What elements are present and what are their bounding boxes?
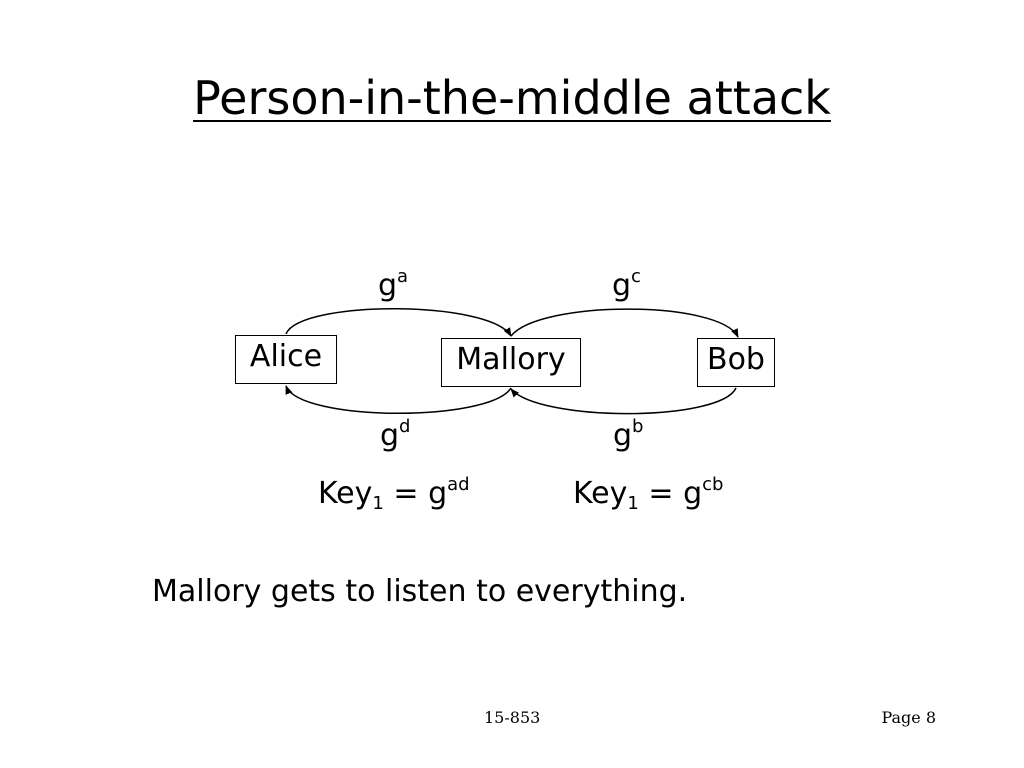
footer-page-number: Page 8 bbox=[881, 708, 936, 727]
edge-label-exponent: d bbox=[399, 416, 411, 437]
edge-label-alice-to-mallory: ga bbox=[378, 268, 408, 304]
key-exponent: cb bbox=[702, 474, 724, 495]
edge-label-base: g bbox=[380, 418, 400, 453]
node-bob: Bob bbox=[697, 338, 775, 387]
node-alice-label: Alice bbox=[249, 339, 323, 374]
arrow-mallory-to-alice bbox=[285, 385, 512, 414]
node-mallory: Mallory bbox=[441, 338, 581, 387]
edge-label-base: g bbox=[612, 268, 632, 303]
arrow-mallory-to-bob bbox=[510, 308, 739, 338]
key-base: g bbox=[428, 476, 448, 511]
node-mallory-label: Mallory bbox=[456, 342, 566, 377]
key-name: Key bbox=[573, 476, 628, 511]
key-subscript: 1 bbox=[372, 493, 384, 514]
node-bob-label: Bob bbox=[707, 342, 765, 377]
edge-label-mallory-to-alice: gd bbox=[380, 418, 410, 454]
edge-label-bob-to-mallory: gb bbox=[613, 418, 643, 454]
key-base: g bbox=[683, 476, 703, 511]
key-subscript: 1 bbox=[627, 493, 639, 514]
key-equals: = bbox=[393, 476, 419, 511]
footer-course-number: 15-853 bbox=[484, 708, 541, 727]
key-equation-left: Key1 = gad bbox=[318, 474, 470, 514]
key-name: Key bbox=[318, 476, 373, 511]
edge-label-exponent: b bbox=[632, 416, 644, 437]
arrow-alice-to-mallory bbox=[285, 308, 512, 337]
edge-label-base: g bbox=[613, 418, 633, 453]
key-exponent: ad bbox=[447, 474, 470, 495]
edge-label-mallory-to-bob: gc bbox=[612, 268, 641, 304]
key-equation-right: Key1 = gcb bbox=[573, 474, 724, 514]
key-equals: = bbox=[648, 476, 674, 511]
slide-caption: Mallory gets to listen to everything. bbox=[152, 574, 688, 609]
edge-label-exponent: a bbox=[397, 266, 409, 287]
edge-label-base: g bbox=[378, 268, 398, 303]
edge-label-exponent: c bbox=[631, 266, 641, 287]
node-alice: Alice bbox=[235, 335, 337, 384]
arrow-bob-to-mallory bbox=[510, 387, 737, 415]
slide-title: Person-in-the-middle attack bbox=[193, 71, 831, 125]
